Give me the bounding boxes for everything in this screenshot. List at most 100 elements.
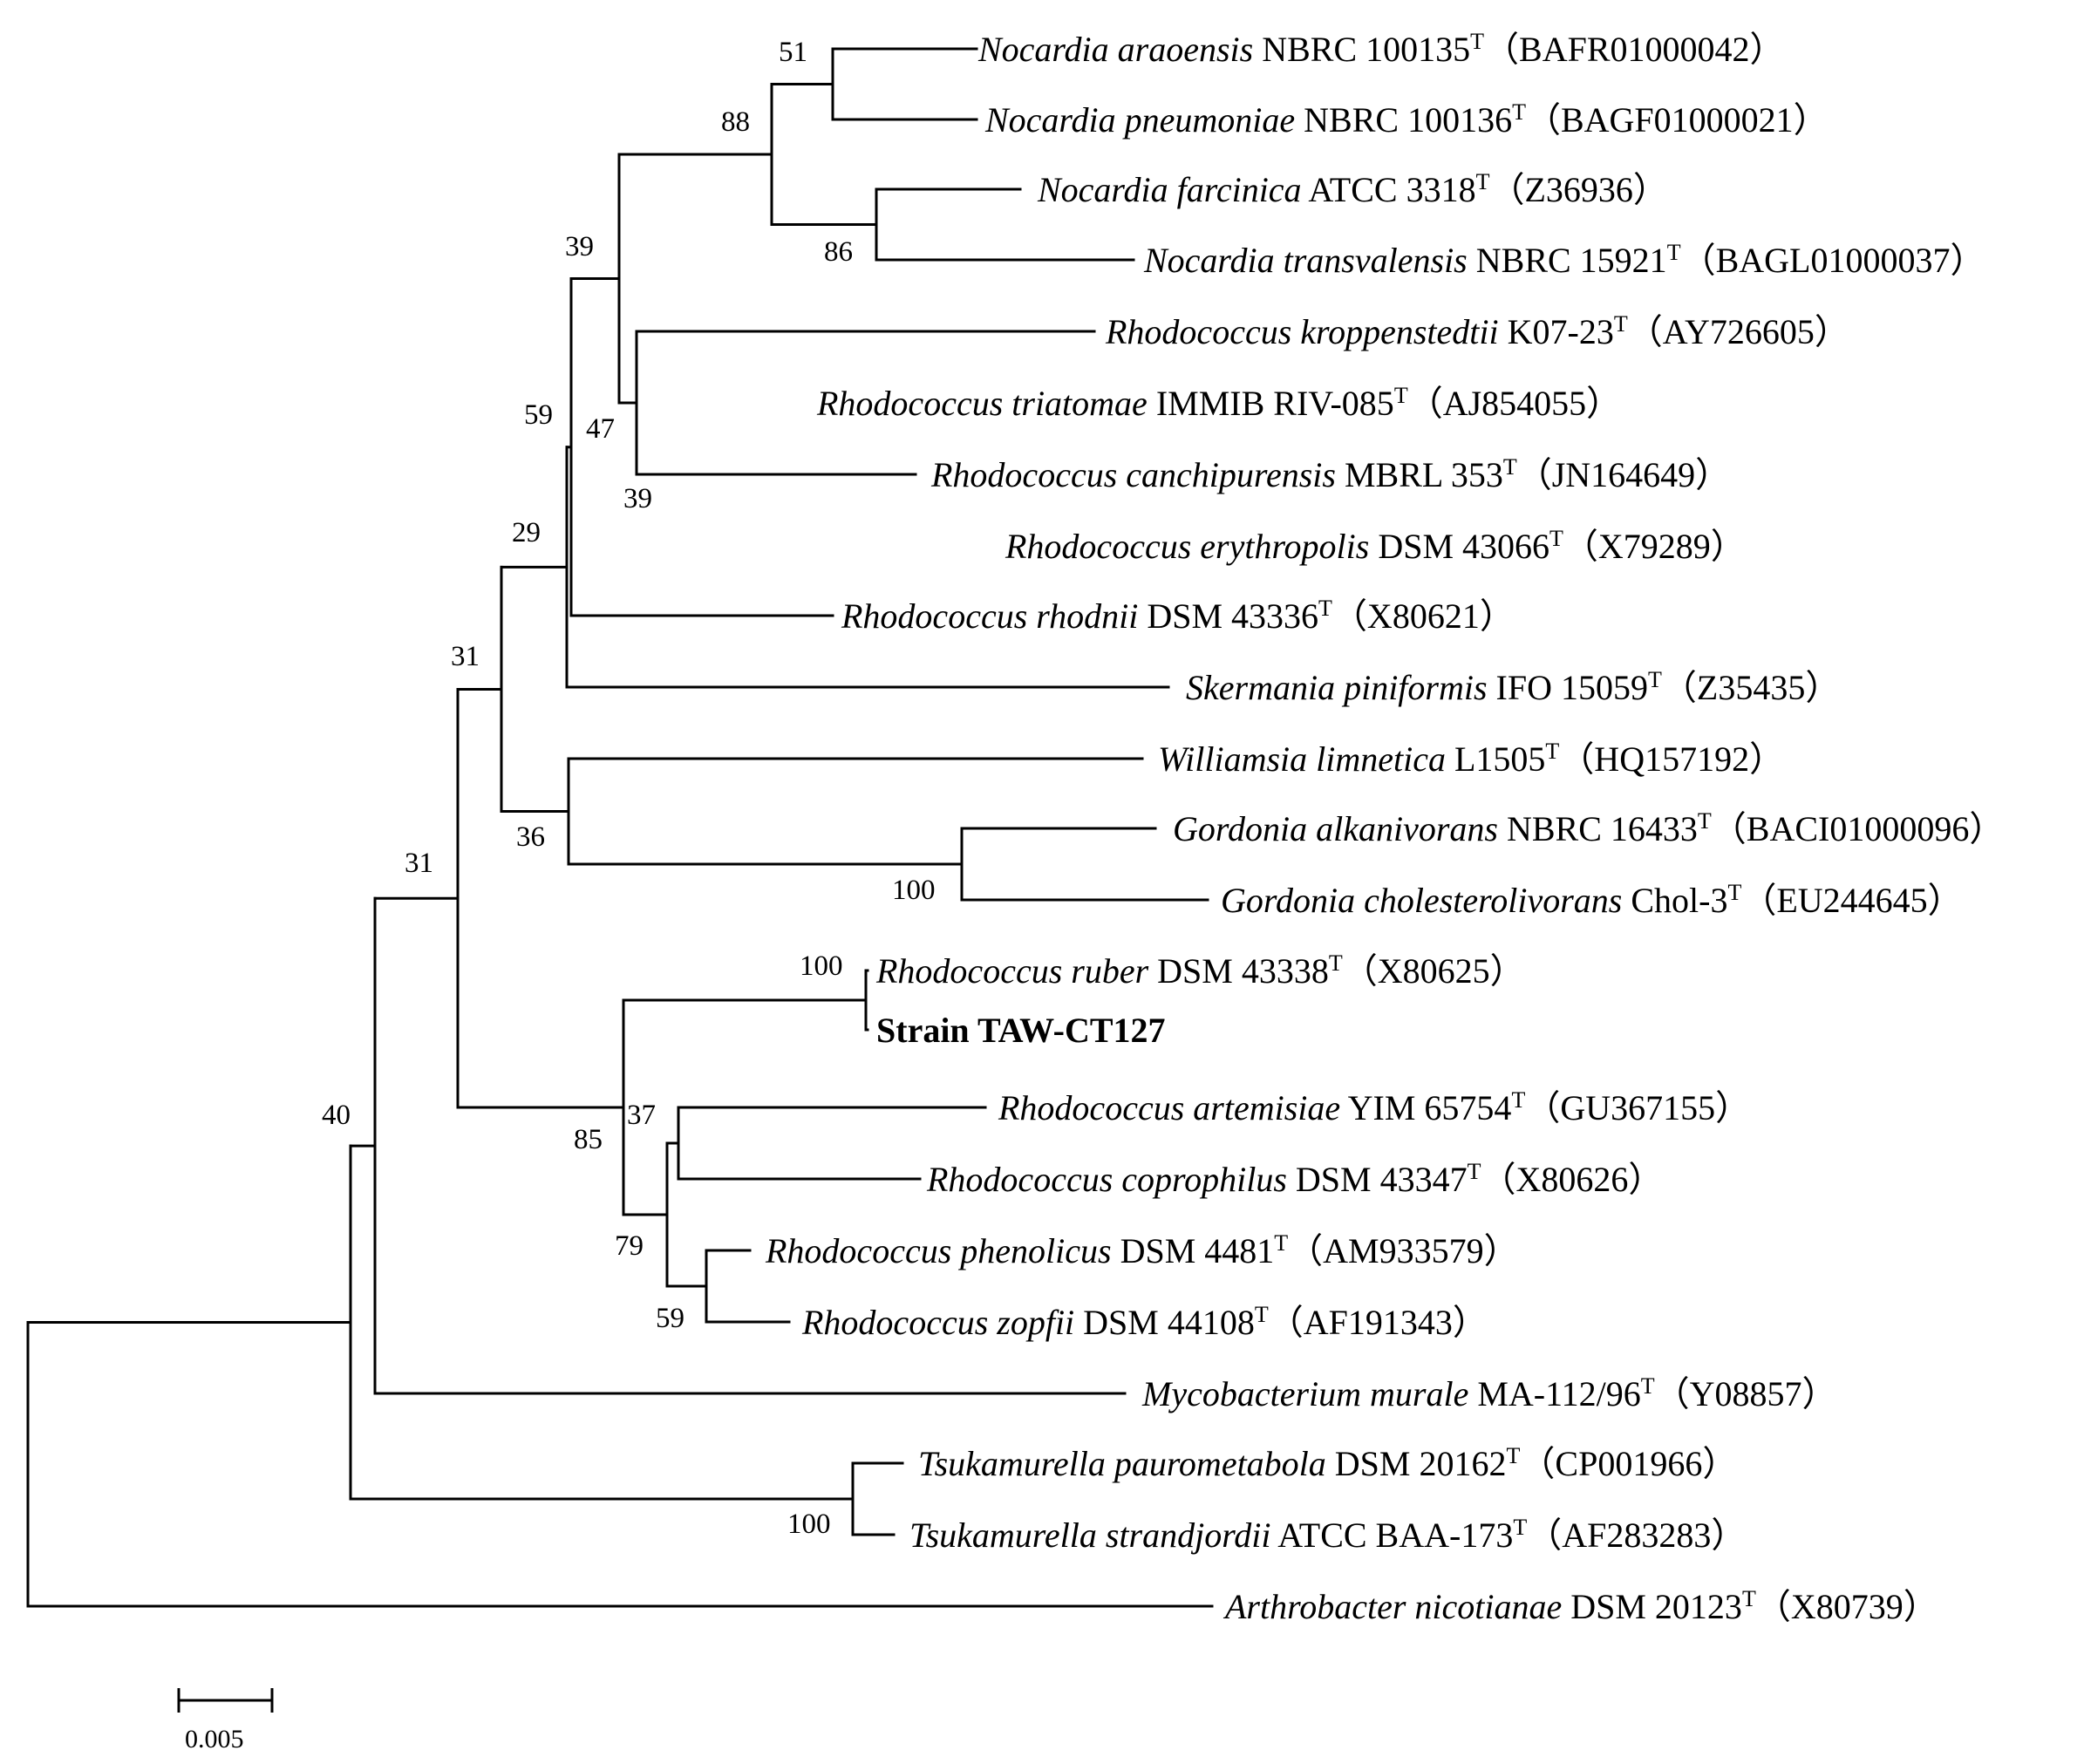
taxon-species: Rhodococcus coprophilus: [926, 1160, 1287, 1199]
taxon-species: Nocardia farcinica: [1037, 170, 1302, 209]
taxon-accession: （AJ854055）: [1408, 384, 1621, 423]
taxon-species: Rhodococcus artemisiae: [998, 1088, 1340, 1127]
scale-bar: 0.005: [177, 1688, 274, 1754]
taxon-label-alkanivorans: Gordonia alkanivorans NBRC 16433T（BACI01…: [1173, 808, 2004, 848]
bootstrap-value: 47: [586, 413, 615, 445]
taxon-strain: NBRC 15921: [1468, 241, 1667, 280]
taxon-species: Rhodococcus zopfii: [801, 1303, 1074, 1342]
type-strain-superscript: T: [1394, 383, 1408, 408]
type-strain-superscript: T: [1318, 596, 1332, 621]
taxon-accession: （X80626）: [1481, 1160, 1663, 1199]
taxon-species: Rhodococcus kroppenstedtii: [1105, 312, 1499, 351]
taxon-label-erythropolis: Rhodococcus erythropolis DSM 43066T（X792…: [1005, 526, 1746, 566]
taxon-strain: MA-112/96: [1468, 1374, 1640, 1413]
bootstrap-labels: 5188863947395929313610031100378579594010…: [322, 37, 936, 1540]
taxon-accession: （JN164649）: [1517, 455, 1730, 494]
type-strain-superscript: T: [1513, 1515, 1527, 1540]
taxon-strain: DSM 43338: [1148, 951, 1329, 991]
taxon-accession: （GU367155）: [1525, 1088, 1750, 1127]
taxon-accession: （X80621）: [1332, 596, 1515, 636]
type-strain-superscript: T: [1470, 29, 1484, 54]
type-strain-superscript: T: [1742, 1586, 1756, 1611]
taxon-species: Nocardia pneumoniae: [984, 100, 1295, 140]
type-strain-superscript: T: [1698, 808, 1712, 834]
taxon-accession: （BAGL01000037）: [1681, 241, 1985, 280]
taxon-strain: NBRC 100136: [1295, 100, 1512, 140]
bootstrap-value: 59: [524, 399, 553, 431]
taxon-species: Mycobacterium murale: [1141, 1374, 1468, 1413]
taxon-accession: （HQ157192）: [1559, 739, 1784, 779]
taxon-accession: （BACI01000096）: [1712, 809, 2005, 848]
taxon-strain: ATCC 3318: [1302, 170, 1476, 209]
type-strain-superscript: T: [1503, 454, 1517, 480]
bootstrap-value: 85: [574, 1124, 603, 1155]
type-strain-superscript: T: [1511, 1087, 1525, 1113]
taxon-label-triatomae: Rhodococcus triatomae IMMIB RIV-085T（AJ8…: [816, 383, 1621, 423]
tree-branches: [26, 47, 1214, 1608]
type-strain-superscript: T: [1512, 99, 1526, 125]
taxon-accession: （CP001966）: [1520, 1444, 1737, 1483]
taxon-strain: MBRL 353: [1336, 455, 1503, 494]
taxon-accession: （BAFR01000042）: [1484, 30, 1785, 69]
taxon-label-kroppenstedtii: Rhodococcus kroppenstedtii K07-23T（AY726…: [1105, 311, 1849, 351]
taxon-label-artemisiae: Rhodococcus artemisiae YIM 65754T（GU3671…: [998, 1087, 1750, 1127]
taxon-accession: （Z36936）: [1490, 170, 1668, 209]
type-strain-superscript: T: [1255, 1302, 1269, 1327]
bootstrap-value: 100: [800, 950, 843, 982]
bootstrap-value: 29: [512, 517, 541, 548]
bootstrap-value: 40: [322, 1100, 351, 1131]
taxon-strain: DSM 4481: [1112, 1231, 1275, 1270]
taxon-labels: Nocardia araoensis NBRC 100135T（BAFR0100…: [765, 29, 2004, 1626]
taxon-accession: （X80739）: [1756, 1587, 1938, 1626]
taxon-accession: （AF191343）: [1269, 1303, 1488, 1342]
bootstrap-value: 36: [516, 821, 545, 853]
taxon-label-coprophilus: Rhodococcus coprophilus DSM 43347T（X8062…: [926, 1159, 1663, 1199]
bootstrap-value: 31: [405, 848, 433, 879]
taxon-species: Arthrobacter nicotianae: [1222, 1587, 1562, 1626]
taxon-strain: DSM 20162: [1326, 1444, 1507, 1483]
taxon-strain: Chol-3: [1622, 881, 1727, 920]
taxon-accession: （AY726605）: [1628, 312, 1849, 351]
taxon-label-ruber: Rhodococcus ruber DSM 43338T（X80625）: [875, 950, 1525, 991]
type-strain-superscript: T: [1476, 169, 1490, 194]
taxon-accession: （Y08857）: [1655, 1374, 1837, 1413]
bootstrap-value: 88: [721, 106, 750, 138]
bootstrap-value: 79: [615, 1230, 644, 1262]
taxon-species: Rhodococcus canchipurensis: [930, 455, 1336, 494]
taxon-species: Williamsia limnetica: [1158, 739, 1446, 779]
bootstrap-value: 86: [824, 236, 853, 268]
taxon-label-murale: Mycobacterium murale MA-112/96T（Y08857）: [1141, 1373, 1837, 1413]
taxon-label-arthrobacter: Arthrobacter nicotianae DSM 20123T（X8073…: [1222, 1586, 1938, 1626]
taxon-strain: YIM 65754: [1340, 1088, 1511, 1127]
taxon-strain: L1505: [1446, 739, 1545, 779]
type-strain-superscript: T: [1545, 739, 1559, 764]
taxon-species: Gordonia alkanivorans: [1173, 809, 1498, 848]
taxon-species: Tsukamurella paurometabola: [918, 1444, 1326, 1483]
type-strain-superscript: T: [1468, 1159, 1481, 1184]
scale-bar-label: 0.005: [185, 1725, 244, 1754]
type-strain-superscript: T: [1641, 1373, 1655, 1399]
taxon-label-williamsia: Williamsia limnetica L1505T（HQ157192）: [1158, 739, 1784, 779]
taxon-label-transvalensis: Nocardia transvalensis NBRC 15921T（BAGL0…: [1143, 240, 1985, 280]
taxon-accession: （EU244645）: [1741, 881, 1962, 920]
taxon-label-skermania: Skermania piniformis IFO 15059T（Z35435）: [1186, 667, 1840, 707]
taxon-accession: （X79289）: [1563, 527, 1746, 566]
taxon-strain: DSM 44108: [1074, 1303, 1255, 1342]
taxon-strain: NBRC 16433: [1498, 809, 1698, 848]
taxon-label-pneumoniae: Nocardia pneumoniae NBRC 100136T（BAGF010…: [984, 99, 1829, 140]
taxon-label-rhodnii: Rhodococcus rhodnii DSM 43336T（X80621）: [841, 596, 1515, 636]
taxon-strain: DSM 43066: [1369, 527, 1549, 566]
bootstrap-value: 39: [565, 231, 594, 262]
bootstrap-value: 51: [779, 37, 807, 68]
taxon-name: Strain TAW-CT127: [876, 1011, 1166, 1050]
type-strain-superscript: T: [1667, 240, 1681, 265]
taxon-strain: DSM 43347: [1287, 1160, 1468, 1199]
taxon-strain: DSM 43336: [1138, 596, 1318, 636]
taxon-label-canchipurensis: Rhodococcus canchipurensis MBRL 353T（JN1…: [930, 454, 1730, 494]
taxon-strain: K07-23: [1499, 312, 1614, 351]
taxon-species: Rhodococcus erythropolis: [1005, 527, 1369, 566]
taxon-label-strandjordii: Tsukamurella strandjordii ATCC BAA-173T（…: [909, 1515, 1746, 1555]
taxon-label-zopfii: Rhodococcus zopfii DSM 44108T（AF191343）: [801, 1302, 1488, 1342]
taxon-label-phenolicus: Rhodococcus phenolicus DSM 4481T（AM93357…: [765, 1230, 1519, 1270]
taxon-strain: IFO 15059: [1488, 668, 1648, 707]
